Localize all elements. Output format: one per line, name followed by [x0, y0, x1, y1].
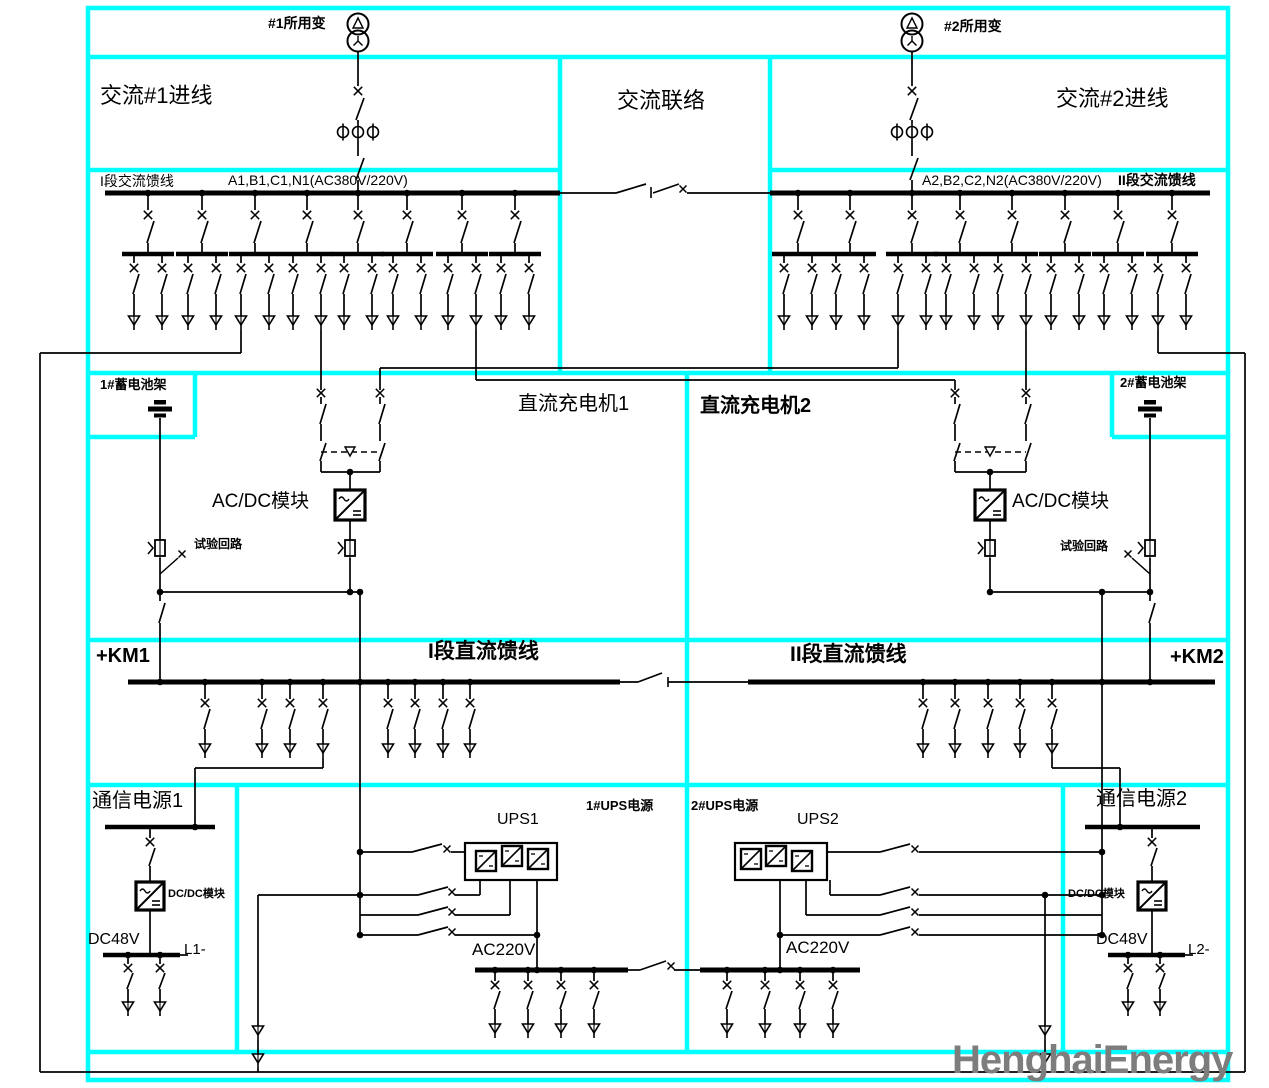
- ups-2-title: 2#UPS电源: [691, 798, 759, 813]
- acdc-module-2-label: AC/DC模块: [1012, 491, 1110, 512]
- ac-bus-2-spec: A2,B2,C2,N2(AC380V/220V): [922, 172, 1102, 188]
- battery-1-label: 1#蓄电池架: [100, 377, 167, 392]
- ac-bus-1-name: I段交流馈线: [100, 173, 174, 189]
- load-1-label: L1-: [184, 941, 206, 958]
- dcdc-module-1-label: DC/DC模块: [168, 888, 225, 900]
- ac-tie-label: 交流联络: [617, 88, 706, 113]
- charger-2-label: 直流充电机2: [700, 395, 812, 417]
- ac-bus-2-name: II段交流馈线: [1118, 172, 1196, 188]
- ups-1-label: UPS1: [497, 811, 539, 828]
- test-circuit-1-label: 试验回路: [194, 537, 243, 551]
- ups-1-title: 1#UPS电源: [586, 798, 654, 813]
- ac220v-2-label: AC220V: [786, 938, 850, 957]
- comm-power-2-label: 通信电源2: [1096, 788, 1188, 810]
- transformer-1-label: #1所用变: [268, 15, 326, 31]
- load-2-label: L2-: [1188, 941, 1210, 958]
- km2-label: +KM2: [1170, 646, 1224, 668]
- charger-1-label: 直流充电机1: [518, 393, 630, 415]
- ac-incoming-2-label: 交流#2进线: [1056, 86, 1169, 111]
- test-circuit-2-label: 试验回路: [1060, 539, 1109, 553]
- transformer-2-label: #2所用变: [944, 18, 1002, 34]
- ac-incoming-1-label: 交流#1进线: [100, 83, 213, 108]
- battery-2-label: 2#蓄电池架: [1120, 375, 1187, 390]
- dc-bus-2-name: II段直流馈线: [790, 643, 907, 666]
- watermark: HenghaiEnergy: [952, 1038, 1233, 1082]
- dc48v-1-label: DC48V: [88, 931, 140, 948]
- dc-bus-1-name: I段直流馈线: [428, 640, 539, 663]
- ac-bus-1-spec: A1,B1,C1,N1(AC380V/220V): [228, 172, 408, 188]
- acdc-module-1-label: AC/DC模块: [212, 491, 310, 512]
- ac220v-1-label: AC220V: [472, 940, 536, 959]
- ups-2-label: UPS2: [797, 811, 839, 828]
- km1-label: +KM1: [96, 645, 150, 667]
- dcdc-module-2-label: DC/DC模块: [1068, 888, 1125, 900]
- dc48v-2-label: DC48V: [1096, 931, 1148, 948]
- comm-power-1-label: 通信电源1: [92, 790, 184, 812]
